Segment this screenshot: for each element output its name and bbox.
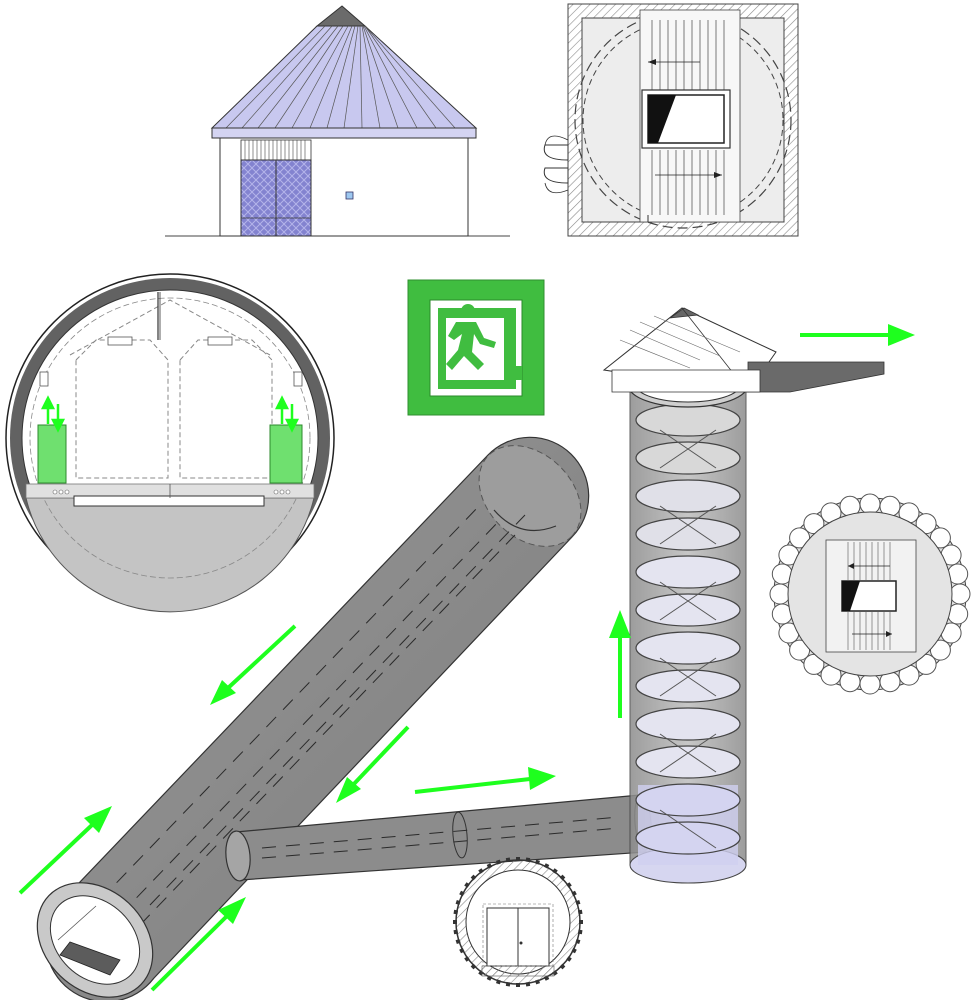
lining-tooth	[495, 979, 502, 985]
eave	[211, 127, 477, 139]
shaft-roof	[602, 307, 885, 393]
louver-vent	[240, 139, 312, 161]
lining-tooth	[459, 947, 465, 954]
lining-tooth	[516, 983, 520, 987]
left-equipment-box	[37, 424, 67, 484]
lining-tooth	[453, 920, 457, 924]
right-equipment-box	[269, 424, 303, 484]
lining-tooth	[455, 938, 461, 945]
window-icon	[345, 191, 354, 200]
lining-tooth	[571, 890, 577, 897]
tunnel-cross-section	[5, 273, 335, 613]
lining-tooth	[470, 874, 477, 881]
lining-tooth	[464, 956, 470, 962]
running-person-icon	[446, 304, 496, 370]
lining-tooth	[566, 882, 572, 888]
lining-tooth	[486, 975, 493, 981]
lining-tooth	[525, 857, 531, 863]
plan-stair-treads	[651, 20, 725, 215]
roof-seams	[225, 25, 456, 129]
lining-tooth	[525, 981, 531, 987]
pyramid-roof	[210, 25, 478, 129]
building-elevation	[165, 5, 510, 237]
evacuation-shaft	[602, 307, 885, 884]
lining-tooth	[464, 882, 470, 888]
lining-tooth	[455, 899, 461, 906]
right-door	[275, 159, 312, 237]
lining-tooth	[575, 938, 581, 945]
roadway-slab	[73, 495, 265, 507]
lining-teeth	[453, 857, 583, 987]
lining-tooth	[559, 874, 566, 881]
lining-tooth	[552, 868, 558, 874]
lining-tooth	[453, 929, 459, 935]
lining-tooth	[534, 979, 541, 985]
lining-tooth	[486, 863, 493, 869]
lining-tooth	[579, 920, 583, 924]
shaft-plan	[543, 3, 799, 237]
lining-tooth	[543, 863, 550, 869]
pile	[949, 583, 971, 605]
main-tunnel	[36, 436, 590, 1000]
lining-tooth	[495, 859, 502, 865]
tunnel-lining-marks	[99, 504, 526, 926]
arrow-tunnel-up-right	[150, 897, 246, 992]
stair-flights	[659, 429, 717, 849]
arrow-passage-right	[414, 767, 556, 794]
lining-tooth	[559, 963, 566, 970]
lining-tooth	[534, 859, 541, 865]
lining-tooth	[577, 909, 583, 915]
secant-piles	[769, 493, 971, 695]
lining-tooth	[543, 975, 550, 981]
exit-sign	[407, 279, 545, 416]
vehicle-outlines	[69, 299, 273, 479]
pile	[859, 673, 881, 695]
lining-tooth	[575, 899, 581, 906]
lining-tooth	[470, 963, 477, 970]
lining-tooth	[516, 857, 520, 861]
lining-tooth	[453, 909, 459, 915]
section-arrows	[40, 395, 300, 433]
roof-cap	[315, 5, 367, 27]
arrow-tunnel-up-left	[18, 806, 112, 895]
door-icon	[543, 144, 569, 161]
lining-tooth	[505, 981, 511, 987]
arrow-tunnel-down-upper	[210, 624, 297, 705]
arrow-exit-right	[800, 324, 915, 346]
lining-tooth	[478, 868, 484, 874]
flow-arrows	[18, 324, 915, 992]
arrow-shaft-up	[609, 610, 631, 718]
spiral-stair	[635, 403, 741, 855]
lining-tooth	[459, 890, 465, 897]
left-door	[240, 159, 277, 237]
passage-cross-section	[453, 857, 583, 987]
arrow-tunnel-down-middle	[336, 725, 410, 803]
shaft-section	[769, 493, 971, 695]
invert-fill	[25, 497, 315, 613]
pile	[769, 583, 791, 605]
lining-tooth	[571, 947, 577, 954]
pile	[859, 493, 881, 515]
lining-tooth	[566, 956, 572, 962]
lining-tooth	[577, 929, 583, 935]
lining-tooth	[505, 857, 511, 863]
